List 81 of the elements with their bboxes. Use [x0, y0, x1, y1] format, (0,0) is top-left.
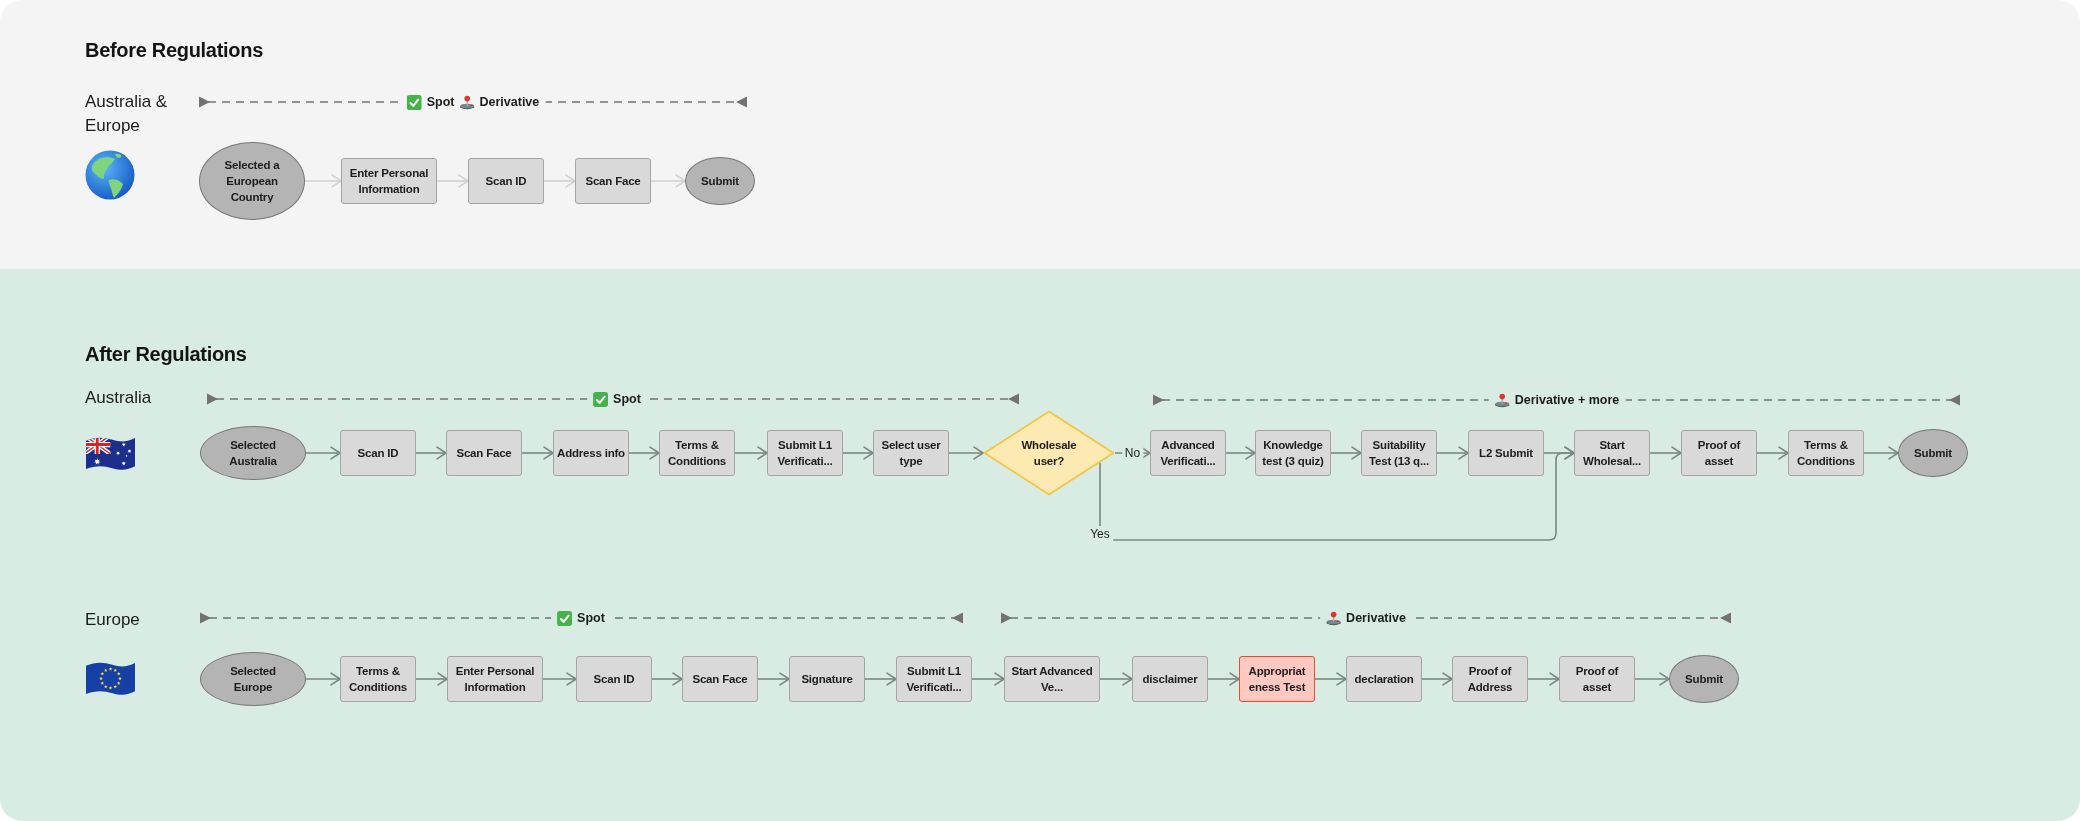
process-step: L2 Submit [1468, 430, 1544, 476]
flow-arrow [842, 446, 874, 460]
section-panel [0, 269, 2080, 821]
process-step: Knowledge test (3 quiz) [1255, 430, 1331, 476]
row-label: Europe [85, 609, 140, 631]
row-label: Australia & Europe [85, 91, 169, 137]
process-step: Terms & Conditions [659, 430, 735, 476]
flow-arrow [304, 174, 342, 188]
process-step: Suitability Test (13 q... [1361, 430, 1437, 476]
flow-arrow [1099, 672, 1133, 686]
process-step: Scan Face [575, 158, 651, 204]
process-step: Scan Face [446, 430, 522, 476]
process-step: Enter Personal Information [341, 158, 437, 204]
flow-arrow [1421, 672, 1453, 686]
process-step: Terms & Conditions [340, 656, 416, 702]
process-step: Address info [553, 430, 629, 476]
flow-arrow [415, 446, 447, 460]
flow-arrow [1634, 672, 1670, 686]
process-step: Scan Face [682, 656, 758, 702]
flow-arrow [1207, 672, 1240, 686]
flow-arrow [1436, 446, 1469, 460]
process-step: Proof of asset [1681, 430, 1757, 476]
process-step: Proof of Address [1452, 656, 1528, 702]
flow-arrow [305, 446, 341, 460]
process-step: Scan ID [468, 158, 544, 204]
terminal-oval: Submit [685, 157, 755, 205]
flow-arrow [628, 446, 660, 460]
range-label: Spot [426, 94, 455, 110]
terminal-oval: Selected Europe [200, 652, 306, 706]
flow-arrow [415, 672, 448, 686]
terminal-oval: Selected a European Country [199, 142, 305, 220]
range-label: Derivative + more [1514, 392, 1620, 408]
flow-arrow [1225, 446, 1256, 460]
flow-arrow [305, 672, 341, 686]
process-step: Start Advanced Ve... [1004, 656, 1100, 702]
flow-arrow [1649, 446, 1682, 460]
process-step: Scan ID [576, 656, 652, 702]
process-step: Start Wholesal... [1574, 430, 1650, 476]
flow-arrow [521, 446, 554, 460]
flow-arrow [948, 446, 984, 460]
process-step: disclaimer [1132, 656, 1208, 702]
range-label: Derivative [1346, 610, 1406, 626]
flow-arrow [650, 174, 686, 188]
terminal-oval: Selected Australia [200, 426, 306, 480]
flow-arrow [1314, 672, 1347, 686]
process-step: Submit L1 Verificati... [896, 656, 972, 702]
range-label: Spot [613, 391, 641, 407]
terminal-oval: Submit [1898, 429, 1968, 477]
flow-arrow [1863, 446, 1899, 460]
flow-arrow [1099, 446, 1575, 541]
terminal-oval: Submit [1669, 655, 1739, 703]
process-step: declaration [1346, 656, 1422, 702]
process-step: Terms & Conditions [1788, 430, 1864, 476]
decision-diamond: Wholesale user? [983, 410, 1115, 496]
process-step: Signature [789, 656, 865, 702]
flow-arrow [734, 446, 768, 460]
flow-arrow [1330, 446, 1362, 460]
edge-label: No [1121, 445, 1144, 461]
flow-arrow [864, 672, 897, 686]
section-heading: Before Regulations [85, 38, 263, 62]
process-step: Proof of asset [1559, 656, 1635, 702]
range-label: Derivative [479, 94, 540, 110]
range-label: Spot [577, 610, 605, 626]
flow-arrow [1756, 446, 1789, 460]
flow-arrow [1527, 672, 1560, 686]
section-heading: After Regulations [85, 342, 247, 366]
process-step: Enter Personal Information [447, 656, 543, 702]
flow-arrow [436, 174, 469, 188]
process-step: Scan ID [340, 430, 416, 476]
flow-arrow [543, 174, 576, 188]
process-step: Select user type [873, 430, 949, 476]
flow-arrow [542, 672, 577, 686]
edge-label: Yes [1087, 526, 1113, 542]
section-panel [0, 0, 2080, 269]
flow-arrow [757, 672, 790, 686]
flow-arrow [651, 672, 683, 686]
process-step: Advanced Verificati... [1150, 430, 1226, 476]
process-step: Submit L1 Verificati... [767, 430, 843, 476]
highlighted-step: Appropriateness Test [1239, 656, 1315, 702]
row-label: Australia [85, 387, 152, 409]
flow-arrow [971, 672, 1005, 686]
